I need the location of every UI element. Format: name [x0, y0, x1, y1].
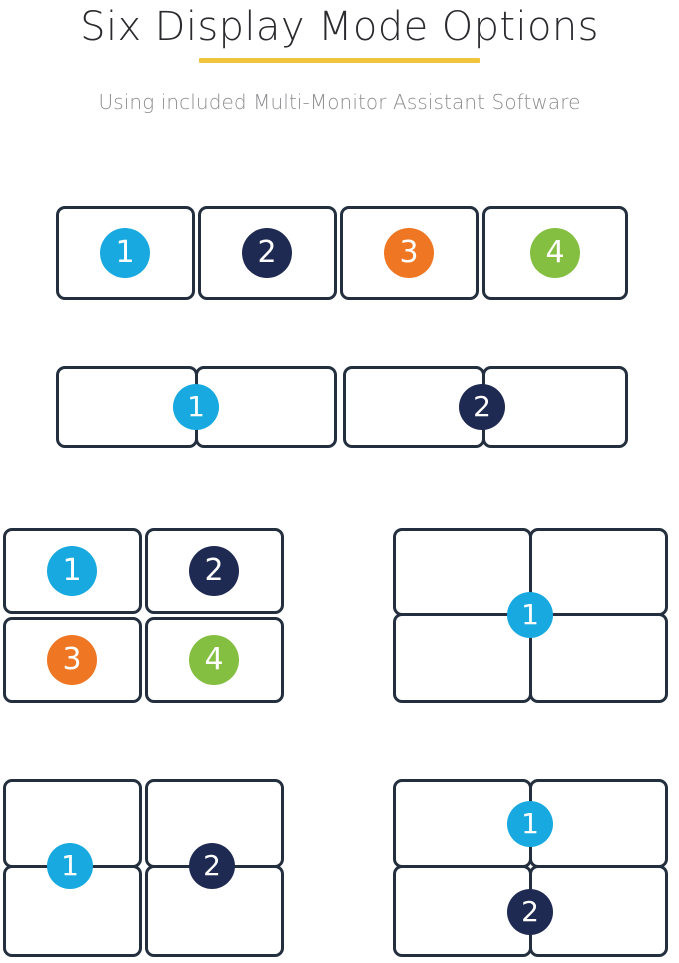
mode-grid-two-horizontal-spans: 1 2 — [393, 779, 668, 957]
mode-grid-four-independent: 1 2 3 4 — [3, 528, 284, 703]
mode-grid-two-vertical-spans: 1 2 — [3, 779, 284, 957]
display-badge-3: 3 — [384, 228, 434, 278]
display-badge-4: 4 — [530, 228, 580, 278]
span-badge-1: 1 — [47, 843, 93, 889]
span-badge-2: 2 — [459, 384, 505, 430]
display-badge-2: 2 — [242, 228, 292, 278]
span-badge-1: 1 — [173, 384, 219, 430]
page-title: Six Display Mode Options — [80, 4, 599, 50]
display-screen — [529, 613, 668, 703]
header: Six Display Mode Options Using included … — [0, 0, 679, 114]
mode-four-independent-displays: 1 2 3 4 — [56, 206, 628, 300]
mode-two-horizontal-spans: 1 2 — [56, 366, 628, 448]
page-subtitle: Using included Multi-Monitor Assistant S… — [98, 90, 581, 114]
display-screen — [340, 206, 479, 300]
display-badge-1: 1 — [47, 546, 97, 596]
display-badge-3: 3 — [47, 635, 97, 685]
span-badge-1: 1 — [507, 801, 553, 847]
title-underline-accent — [199, 58, 480, 63]
span-badge-2: 2 — [189, 843, 235, 889]
display-badge-4: 4 — [189, 635, 239, 685]
mode-grid-single-span: 1 — [393, 528, 668, 703]
span-badge-1: 1 — [507, 592, 553, 638]
display-screen — [393, 613, 532, 703]
display-badge-2: 2 — [189, 546, 239, 596]
span-badge-2: 2 — [507, 889, 553, 935]
display-badge-1: 1 — [100, 228, 150, 278]
